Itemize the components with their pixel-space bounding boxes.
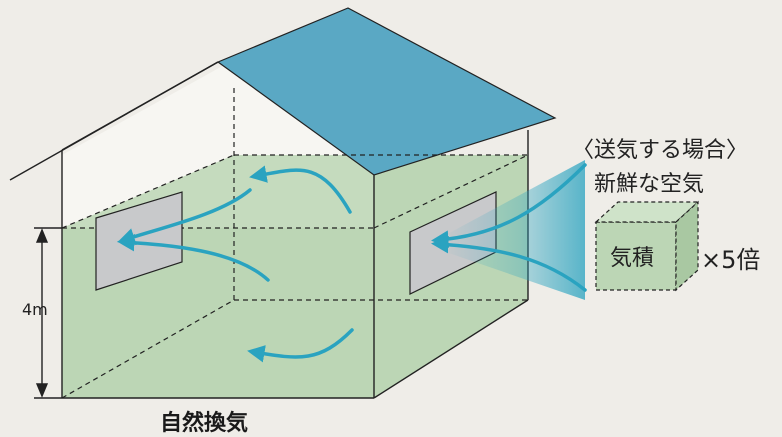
multiplier-label: ×5倍	[701, 246, 761, 274]
fresh-air-beam	[440, 160, 585, 300]
incoming-arrow-upper	[431, 163, 587, 248]
air-volume-box	[594, 200, 700, 292]
interior-arrow-bottom	[247, 328, 354, 363]
incoming-arrow-lower	[431, 235, 587, 292]
interior-arrow-top	[249, 165, 352, 214]
left-window	[95, 191, 183, 291]
left-window-arrow-lower	[117, 233, 270, 282]
left-window-arrow-upper	[117, 188, 252, 245]
height-dimension	[34, 227, 62, 399]
air-volume-label: 気積	[610, 246, 655, 271]
roof	[216, 7, 557, 176]
airflow-arrows	[117, 163, 587, 363]
send-air-label: 〈送気する場合〉	[572, 138, 749, 163]
height-label: 4m	[22, 300, 48, 319]
hidden-edges	[61, 88, 529, 399]
fresh-air-label: 新鮮な空気	[594, 172, 705, 197]
natural-ventilation-caption: 自然換気	[160, 411, 249, 436]
